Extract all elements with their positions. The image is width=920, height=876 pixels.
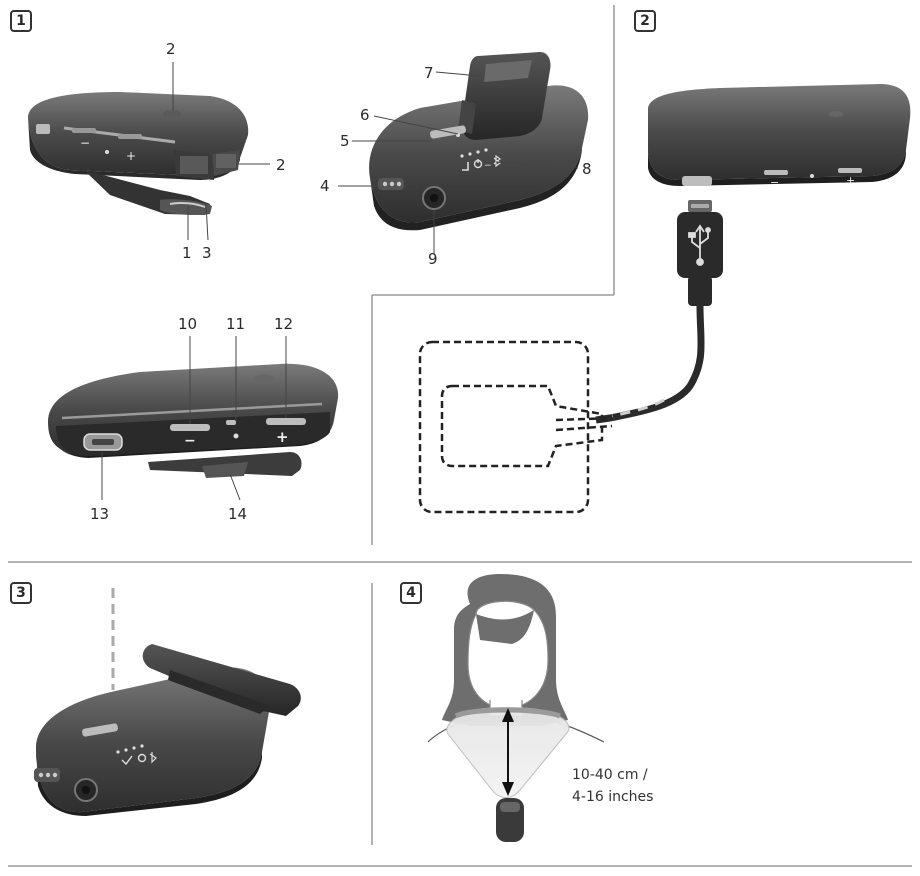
callout-2-top: 2 <box>166 40 176 58</box>
panel-2-badge: 2 <box>634 10 656 32</box>
callout-13: 13 <box>90 505 110 523</box>
microphone-icon <box>462 162 469 171</box>
svg-text:−: − <box>80 136 90 150</box>
callout-1: 1 <box>182 244 192 262</box>
callout-5: 5 <box>340 132 350 150</box>
distance-label: 10-40 cm / 4-16 inches <box>572 764 653 808</box>
callout-12: 12 <box>274 315 294 333</box>
callout-14: 14 <box>228 505 248 523</box>
panel-3-badge: 3 <box>10 582 32 604</box>
distance-imperial: 4-16 inches <box>572 789 654 805</box>
device-charging-view: − + <box>418 84 911 514</box>
callout-7: 7 <box>424 64 434 82</box>
svg-text:+: + <box>126 149 136 163</box>
usb-icon <box>688 224 711 266</box>
callout-2-side: 2 <box>276 156 286 174</box>
callout-3: 3 <box>202 244 212 262</box>
callout-11: 11 <box>226 315 246 333</box>
svg-text:−: − <box>184 433 196 449</box>
device-clip-back-view: − <box>369 52 589 231</box>
callout-9: 9 <box>428 250 438 268</box>
panel-1-badge: 1 <box>10 10 32 32</box>
svg-text:+: + <box>276 428 289 446</box>
callout-10: 10 <box>178 315 198 333</box>
device-top-front-view: − + <box>28 92 249 215</box>
svg-text:−: − <box>770 176 779 189</box>
svg-text:+: + <box>846 174 855 187</box>
power-icon <box>473 159 483 169</box>
svg-text:−: − <box>484 161 492 171</box>
callout-8: 8 <box>582 160 592 178</box>
panel-4-badge: 4 <box>400 582 422 604</box>
device-press-view <box>34 588 301 816</box>
device-side-view: − + <box>48 363 339 478</box>
panel-dividers <box>8 5 912 867</box>
callout-4: 4 <box>320 177 330 195</box>
callout-leader-lines <box>101 62 579 501</box>
person-wearing-view <box>427 574 605 842</box>
distance-metric: 10-40 cm / <box>572 767 648 783</box>
callout-6: 6 <box>360 106 370 124</box>
